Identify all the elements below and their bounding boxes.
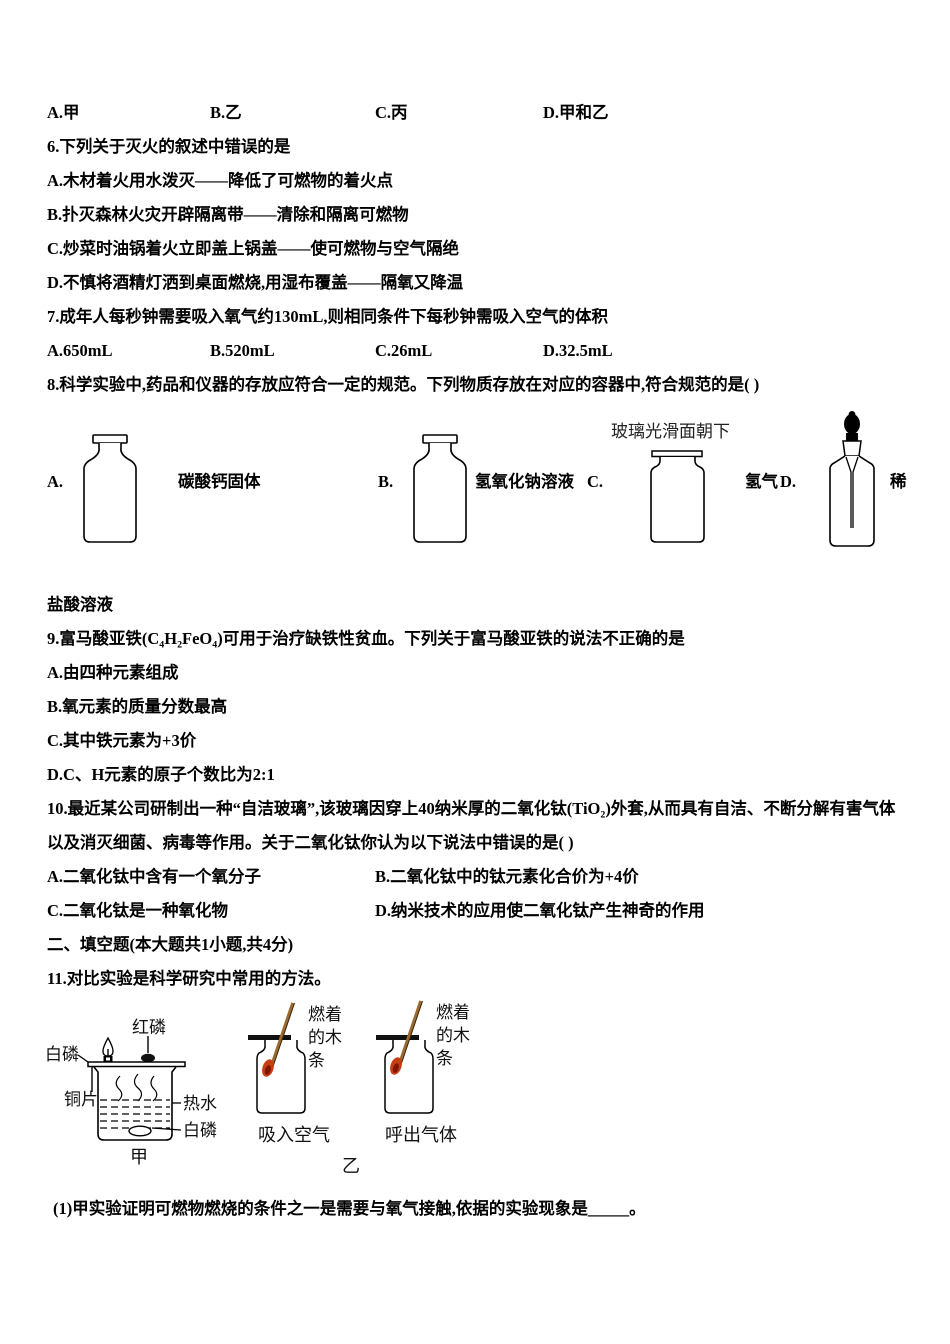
q5-option-d: D.甲和乙 (543, 103, 609, 122)
burning-splint-label-1-line3: 条 (308, 1051, 325, 1070)
q5-option-c: C.丙 (375, 103, 408, 122)
burning-splint-label-2-line3: 条 (436, 1049, 453, 1068)
cover-plate-1 (248, 1035, 291, 1040)
white-phosphorus-bottom-label: 白磷 (183, 1121, 217, 1140)
q8-fig-label-b: B. (378, 472, 394, 491)
apparatus-yi: 燃着 的木 条 吸入空气 燃着 的木 条 呼出气体 乙 (248, 1000, 470, 1176)
glass-plate (651, 450, 703, 458)
white-phosphorus-bottom-pointer (151, 1127, 182, 1131)
q8-fig-text-c: 氢气 (745, 472, 778, 491)
cover-plate-2 (376, 1035, 419, 1040)
q9-option-d: D.C、H元素的原子个数比为2:1 (47, 765, 275, 784)
gas-bottle-c (650, 450, 705, 543)
jia-caption: 甲 (130, 1147, 148, 1167)
red-phosphorus-label: 红磷 (132, 1018, 166, 1037)
q8-fig-text-b: 氢氧化钠溶液 (475, 472, 574, 491)
bottle-c-body (650, 457, 705, 543)
gas-bottle-exhaled (384, 1040, 434, 1114)
red-phosphorus-lump (141, 1053, 155, 1063)
burning-splint-label-2-line2: 的木 (436, 1026, 470, 1045)
wood-splint-1-edge (270, 1002, 295, 1075)
apparatus-jia: 红磷 白磷 铜片 热水 (45, 1018, 217, 1167)
q8-fig-label-c: C. (587, 472, 604, 491)
exhaled-gas-caption: 呼出气体 (385, 1125, 457, 1145)
beaker (93, 1066, 177, 1141)
q11-figure: 红磷 白磷 铜片 热水 (45, 996, 910, 1192)
q10-options-row-1: A.二氧化钛中含有一个氧分子 B.二氧化钛中的钛元素化合价为+4价 (47, 860, 910, 894)
q11-stem: 11.对比实验是科学研究中常用的方法。 (47, 969, 331, 988)
holder-slit (106, 1057, 110, 1061)
q9-option-a: A.由四种元素组成 (47, 663, 179, 682)
q7-option-a: A.650mL (47, 341, 113, 360)
copper-sheet (87, 1061, 186, 1068)
q7-option-d: D.32.5mL (543, 341, 613, 360)
q8-stem: 8.科学实验中,药品和仪器的存放应符合一定的规范。下列物质存放在对应的容器中,符… (47, 375, 760, 394)
burning-splint-label-2-line1: 燃着 (436, 1003, 470, 1022)
burning-splint-label-1-line1: 燃着 (308, 1005, 342, 1024)
bottle-b-body (413, 443, 467, 543)
inhaled-air-caption: 吸入空气 (258, 1125, 330, 1145)
q7-option-c: C.26mL (375, 341, 433, 360)
splint-flame-1-core (264, 1065, 271, 1075)
dropper-bottle-d (829, 411, 875, 547)
dropper-bulb (844, 414, 860, 434)
q10-options-row-2: C.二氧化钛是一种氧化物 D.纳米技术的应用使二氧化钛产生神奇的作用 (47, 894, 910, 928)
q6-option-a: A.木材着火用水泼灭——降低了可燃物的着火点 (47, 171, 394, 190)
q10-stem: 10.最近某公司研制出一种“自洁玻璃”,该玻璃因穿上40纳米厚的二氧化钛(TiO… (47, 799, 896, 852)
splint-flame-2-core (392, 1063, 399, 1073)
white-phosphorus-top-label: 白磷 (45, 1045, 79, 1064)
gas-bottle-inhaled (256, 1040, 306, 1114)
q6-option-b: B.扑灭森林火灾开辟隔离带——清除和隔离可燃物 (47, 205, 409, 224)
wood-splint-2-edge (398, 1000, 423, 1073)
bottle-a-stopper (92, 434, 128, 444)
q8-fig-label-d: D. (780, 472, 797, 491)
q8-fig-label-a: A. (47, 472, 64, 491)
white-phosphorus-bottom-lump (128, 1125, 152, 1137)
q8-fig-plate-note: 玻璃光滑面朝下 (611, 422, 730, 441)
q11-part1: (1)甲实验证明可燃物燃烧的条件之一是需要与氧气接触,依据的实验现象是_____… (53, 1199, 646, 1218)
q5-option-b: B.乙 (210, 103, 242, 122)
q7-option-b: B.520mL (210, 341, 275, 360)
q8-fig-text-a: 碳酸钙固体 (178, 472, 261, 491)
q6-option-c: C.炒菜时油锅着火立即盖上锅盖——使可燃物与空气隔绝 (47, 239, 460, 258)
q7-stem: 7.成年人每秒钟需要吸入氧气约130mL,则相同条件下每秒钟需吸入空气的体积 (47, 307, 608, 326)
reagent-bottle-a (83, 434, 137, 543)
dropper-collar (846, 433, 858, 441)
q6-stem: 6.下列关于灭火的叙述中错误的是 (47, 137, 291, 156)
water-lines (100, 1099, 170, 1129)
q10-option-c: C.二氧化钛是一种氧化物 (47, 901, 229, 920)
q9-option-b: B.氧元素的质量分数最高 (47, 697, 228, 716)
dropper-tube (845, 456, 859, 528)
q5-option-a: A.甲 (47, 103, 80, 122)
section2-header: 二、填空题(本大题共1小题,共4分) (47, 935, 294, 954)
white-phosphorus-pointer (77, 1054, 89, 1063)
bottle-b-stopper (422, 434, 458, 444)
q10-option-a: A.二氧化钛中含有一个氧分子 (47, 867, 262, 886)
heat-waves (115, 1073, 158, 1102)
burning-splint-label-1-line2: 的木 (308, 1028, 342, 1047)
yi-caption: 乙 (342, 1156, 360, 1176)
ground-glass-mouth (842, 440, 862, 457)
q6-option-d: D.不慎将酒精灯洒到桌面燃烧,用湿布覆盖——隔氧又降温 (47, 273, 464, 292)
hot-water-label: 热水 (183, 1094, 217, 1113)
q8-fig-text-d-overflow: 盐酸溶液 (47, 595, 113, 614)
q10-option-d: D.纳米技术的应用使二氧化钛产生神奇的作用 (375, 901, 705, 920)
bottle-a-body (83, 443, 137, 543)
bottle-d-body (829, 455, 875, 547)
q8-figure: A. 碳酸钙固体 B. 氢氧化钠溶液 C. 玻璃光滑面朝下 氢气 D. (47, 402, 910, 588)
q8-fig-text-d: 稀 (890, 472, 907, 491)
q7-options-row: A.650mL B.520mL C.26mL D.32.5mL (47, 334, 910, 368)
q5-options-row: A.甲 B.乙 C.丙 D.甲和乙 (47, 96, 910, 130)
q9-stem: 9.富马酸亚铁(C₄H₂FeO₄)可用于治疗缺铁性贫血。下列关于富马酸亚铁的说法… (47, 629, 685, 648)
reagent-bottle-b (413, 434, 467, 543)
copper-sheet-label: 铜片 (64, 1090, 98, 1109)
q10-option-b: B.二氧化钛中的钛元素化合价为+4价 (375, 867, 639, 886)
q9-option-c: C.其中铁元素为+3价 (47, 731, 197, 750)
